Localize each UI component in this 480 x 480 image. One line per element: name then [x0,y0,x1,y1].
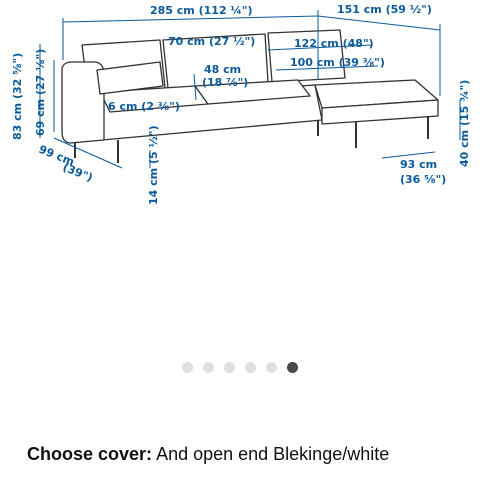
carousel-dot[interactable] [287,361,298,373]
dim-chaise-width: 151 cm (59 ½") [337,3,432,16]
carousel-dot[interactable] [203,361,214,373]
dim-chaise-depth-in: (36 ⅝") [400,173,446,186]
dim-seat-width: 70 cm (27 ½") [168,35,255,48]
dim-back-height: 69 cm (27 ⅛") [34,49,47,136]
product-image-viewer[interactable]: 285 cm (112 ¼") 151 cm (59 ½") 70 cm (27… [0,0,480,330]
dim-chaise-length: 122 cm (48") [294,37,374,50]
dim-total-width: 285 cm (112 ¼") [150,4,253,17]
carousel-pagination [0,360,480,374]
carousel-dot[interactable] [245,361,256,373]
dim-seat-depth: 48 cm [204,63,241,76]
dim-chaise-depth: 93 cm [400,158,437,171]
dim-depth-in: (39") [61,161,95,185]
dim-height: 83 cm (32 ⅝") [11,53,24,140]
dim-leg-height: 14 cm (5 ½") [147,125,160,205]
cover-selector[interactable]: Choose cover: And open end Blekinge/whit… [27,444,389,465]
sofa-dimension-drawing: 285 cm (112 ¼") 151 cm (59 ½") 70 cm (27… [11,3,471,205]
dim-seat-depth-in: (18 ⅞") [202,76,248,89]
cover-label: Choose cover: [27,444,153,464]
sofa-illustration [61,29,439,163]
carousel-dot[interactable] [266,361,277,373]
dim-seat-height: 40 cm (15 ¾") [458,80,471,167]
carousel-dot[interactable] [182,361,193,373]
carousel-dot[interactable] [224,361,235,373]
dimension-lines [39,10,461,169]
dim-arm-width: 6 cm (2 ⅜") [108,100,180,113]
cover-value: And open end Blekinge/white [156,444,390,464]
dim-chaise-seat: 100 cm (39 ⅜") [290,56,385,69]
